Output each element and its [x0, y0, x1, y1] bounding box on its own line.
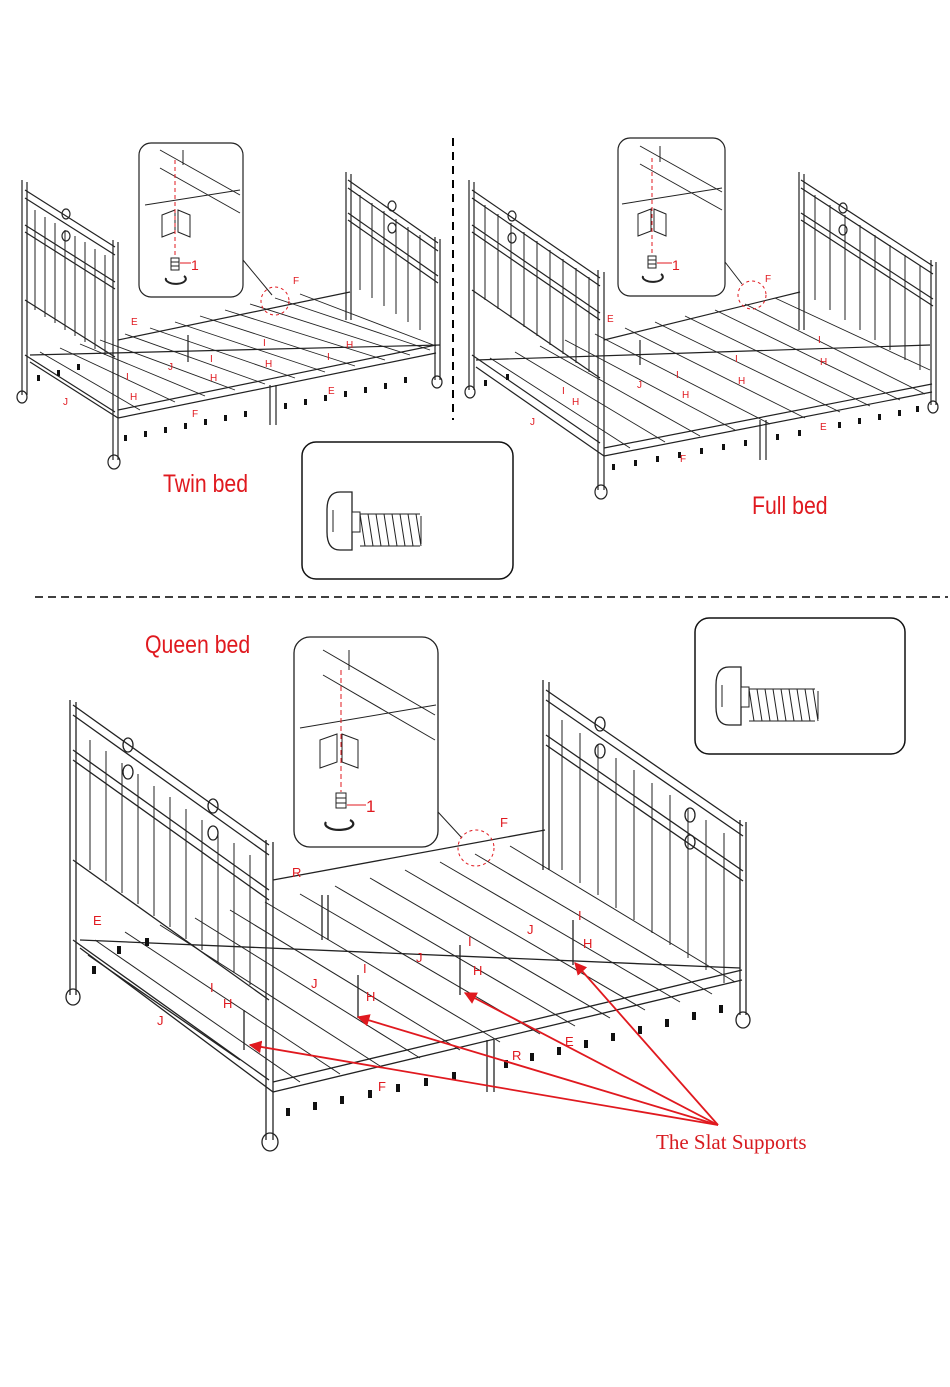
- queen-callout-i: I: [210, 980, 214, 995]
- queen-callout-j: J: [157, 1013, 164, 1028]
- twin-callout-e2: E: [328, 386, 335, 397]
- queen-callout-e: E: [93, 913, 102, 928]
- queen-callout-j4: J: [527, 922, 534, 937]
- queen-callout-h: H: [223, 996, 232, 1011]
- queen-callout-j3: J: [416, 950, 423, 965]
- full-callout-e: E: [607, 314, 614, 325]
- twin-callout-j: J: [63, 397, 68, 408]
- full-callout-f: F: [765, 274, 771, 285]
- twin-screws: [37, 364, 407, 441]
- twin-callout-i3: I: [263, 338, 266, 349]
- queen-callout-f: F: [500, 815, 508, 830]
- twin-callout-f2: F: [192, 409, 198, 420]
- queen-callout-i4: I: [578, 908, 582, 923]
- screw-icon: [336, 793, 346, 808]
- screw-icon: [171, 258, 179, 270]
- full-callout-i3: I: [735, 354, 738, 365]
- full-callout-e2: E: [820, 422, 827, 433]
- twin-callout-h3: H: [265, 359, 272, 370]
- twin-footboard: [346, 172, 442, 388]
- twin-callout-i4: I: [327, 352, 330, 363]
- queen-callout-h2: H: [366, 989, 375, 1004]
- queen-callout-r: R: [292, 865, 301, 880]
- queen-callout-f2: F: [378, 1079, 386, 1094]
- screw-icon: [648, 256, 656, 268]
- twin-callout-f: F: [293, 276, 299, 287]
- queen-callout-h3: H: [473, 963, 482, 978]
- twin-callout-h2: H: [210, 373, 217, 384]
- twin-callout-e: E: [131, 317, 138, 328]
- queen-callout-j2: J: [311, 976, 318, 991]
- full-callout-i2: I: [676, 370, 679, 381]
- queen-detail-inset: 1: [294, 637, 494, 866]
- screw-closeup-top: [302, 442, 513, 579]
- twin-detail-inset: 1: [139, 143, 289, 315]
- queen-callout-i2: I: [363, 961, 367, 976]
- full-callout-h: H: [572, 397, 579, 408]
- full-callout-h4: H: [820, 357, 827, 368]
- twin-callout-h4: H: [346, 340, 353, 351]
- twin-callout-i: I: [126, 372, 129, 383]
- slat-support-arrows: [250, 963, 718, 1125]
- queen-callout-i3: I: [468, 934, 472, 949]
- full-callout-j: J: [530, 417, 535, 428]
- full-callout-h2: H: [682, 390, 689, 401]
- twin-headboard: [17, 180, 120, 469]
- queen-callout-h4: H: [583, 936, 592, 951]
- full-screw-qty: 1: [672, 257, 680, 273]
- full-callout-h3: H: [738, 376, 745, 387]
- full-callout-i: I: [562, 386, 565, 397]
- queen-part-callouts: E F R R E F J J J J I H I H I H I H: [93, 815, 592, 1094]
- queen-callout-r2: R: [512, 1048, 521, 1063]
- full-callout-i4: I: [818, 335, 821, 346]
- queen-screw-qty: 1: [366, 797, 375, 816]
- twin-callout-h: H: [130, 392, 137, 403]
- twin-callout-j2: J: [168, 362, 173, 373]
- full-footboard: [799, 172, 938, 413]
- screw-closeup-bottom: [695, 618, 905, 754]
- full-callout-j2: J: [637, 380, 642, 391]
- full-detail-inset: 1: [618, 138, 766, 309]
- twin-callout-i2: I: [210, 354, 213, 365]
- twin-screw-qty: 1: [191, 257, 199, 273]
- full-callout-f2: F: [680, 454, 686, 465]
